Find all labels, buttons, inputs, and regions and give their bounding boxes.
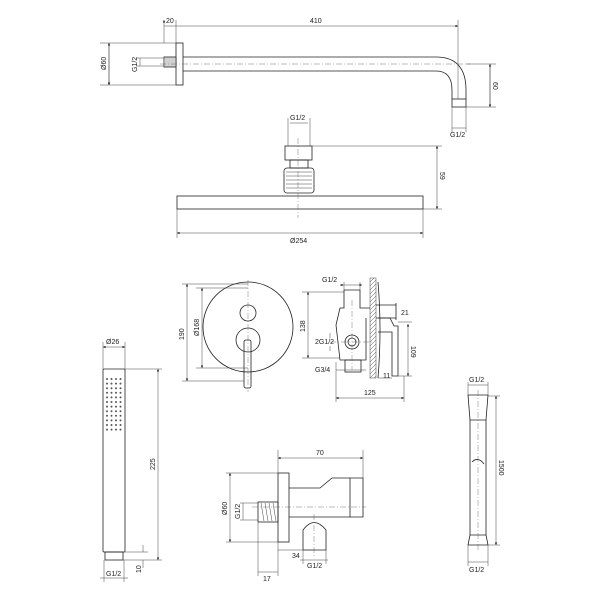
nozzle-dot xyxy=(119,414,122,417)
head-thread-label: G1/2 xyxy=(290,115,305,122)
nozzle-dot xyxy=(106,382,108,385)
nozzle-dot xyxy=(110,419,113,422)
side-lever-height-label: 109 xyxy=(409,346,416,358)
mixer-plate-dia-label: Ø168 xyxy=(194,319,201,336)
shower-arm xyxy=(100,20,496,132)
arm-inlet-thread-label: G1/2 xyxy=(132,57,139,72)
hand-thread-label: G1/2 xyxy=(106,571,121,578)
nozzle-dot xyxy=(119,428,122,431)
nozzle-dot xyxy=(110,378,113,380)
arm-flange-depth-label: 20 xyxy=(166,18,174,25)
side-top-thread-label: G1/2 xyxy=(322,277,337,284)
nozzle-dot xyxy=(115,387,117,390)
nozzle-dot xyxy=(106,428,108,431)
side-bottom-thread-label: G3/4 xyxy=(315,367,330,374)
nozzle-dot xyxy=(106,378,108,380)
nozzle-dot xyxy=(119,396,122,399)
nozzle-dot xyxy=(119,378,122,380)
nozzle-dot xyxy=(119,382,122,385)
hand-thread-length-label: 10 xyxy=(136,565,143,573)
nozzle-dot xyxy=(115,396,117,399)
shower-hose xyxy=(467,382,500,566)
nozzle-dot xyxy=(119,387,122,390)
nozzle-dot xyxy=(110,391,113,394)
nozzle-dot xyxy=(110,387,113,390)
hand-diameter-label: Ø26 xyxy=(106,339,119,346)
nozzle-dot xyxy=(115,391,117,394)
nozzle-dot xyxy=(106,391,108,394)
hose-top-thread-label: G1/2 xyxy=(469,377,484,384)
nozzle-dot xyxy=(106,424,108,426)
nozzle-dot xyxy=(115,401,117,403)
hand-length-label: 225 xyxy=(150,458,157,470)
hand-shower xyxy=(100,342,162,582)
nozzle-dot xyxy=(106,414,108,417)
nozzle-dot xyxy=(106,410,108,413)
nozzle-dot xyxy=(119,391,122,394)
side-body-height-label: 138 xyxy=(300,320,307,332)
arm-flange-dia-label: Ø60 xyxy=(101,57,108,70)
nozzle-dot xyxy=(110,405,113,408)
nozzle-dot xyxy=(106,405,108,408)
nozzle-dot xyxy=(115,419,117,422)
nozzle-dot xyxy=(106,419,108,422)
arm-outlet-thread-label: G1/2 xyxy=(450,132,465,139)
nozzle-dot xyxy=(110,428,113,431)
elbow-length-label: 70 xyxy=(316,450,324,457)
elbow-flange-depth-label: 17 xyxy=(263,576,271,583)
nozzle-dot xyxy=(119,410,122,413)
side-spout-label: 21 xyxy=(401,310,409,317)
nozzle-dot xyxy=(110,396,113,399)
nozzle-dot xyxy=(110,382,113,385)
head-diameter-label: Ø254 xyxy=(290,238,307,245)
nozzle-dot xyxy=(115,378,117,380)
nozzle-dot xyxy=(119,419,122,422)
elbow-outlet-offset-label: 34 xyxy=(292,553,300,560)
nozzle-dot xyxy=(106,387,108,390)
elbow-outlet-thread-label: G1/2 xyxy=(307,563,322,570)
nozzle-dot xyxy=(115,428,117,431)
elbow-flange-dia-label: Ø60 xyxy=(222,502,229,515)
shower-head xyxy=(176,118,442,238)
nozzle-dot xyxy=(110,401,113,403)
arm-length-label: 410 xyxy=(310,18,322,25)
mixer-plate-height-label: 190 xyxy=(179,328,186,340)
nozzle-dot xyxy=(115,424,117,426)
wall-elbow xyxy=(226,450,366,576)
nozzle-dot xyxy=(115,382,117,385)
nozzle-dot xyxy=(110,414,113,417)
nozzle-dot xyxy=(119,424,122,426)
head-height-label: 59 xyxy=(438,172,445,180)
nozzle-dot xyxy=(106,401,108,403)
elbow-inlet-thread-label: G1/2 xyxy=(235,504,242,519)
side-thread-label: 2G1/2 xyxy=(315,339,334,346)
hose-length-label: 1500 xyxy=(497,460,504,476)
hose-bottom-thread-label: G1/2 xyxy=(469,567,484,574)
nozzle-dot xyxy=(110,410,113,413)
nozzle-dot xyxy=(115,410,117,413)
nozzle-dot xyxy=(115,405,117,408)
mixer-front-view xyxy=(182,280,294,392)
nozzle-dot xyxy=(106,396,108,399)
side-offset-label: 11 xyxy=(383,373,390,380)
nozzle-dot xyxy=(115,414,117,417)
nozzle-dot xyxy=(119,405,122,408)
nozzle-dot xyxy=(119,401,122,403)
side-depth-label: 125 xyxy=(364,390,376,397)
mixer-side-view xyxy=(302,277,412,402)
nozzle-dot xyxy=(110,424,113,426)
arm-drop-label: 60 xyxy=(491,82,498,90)
